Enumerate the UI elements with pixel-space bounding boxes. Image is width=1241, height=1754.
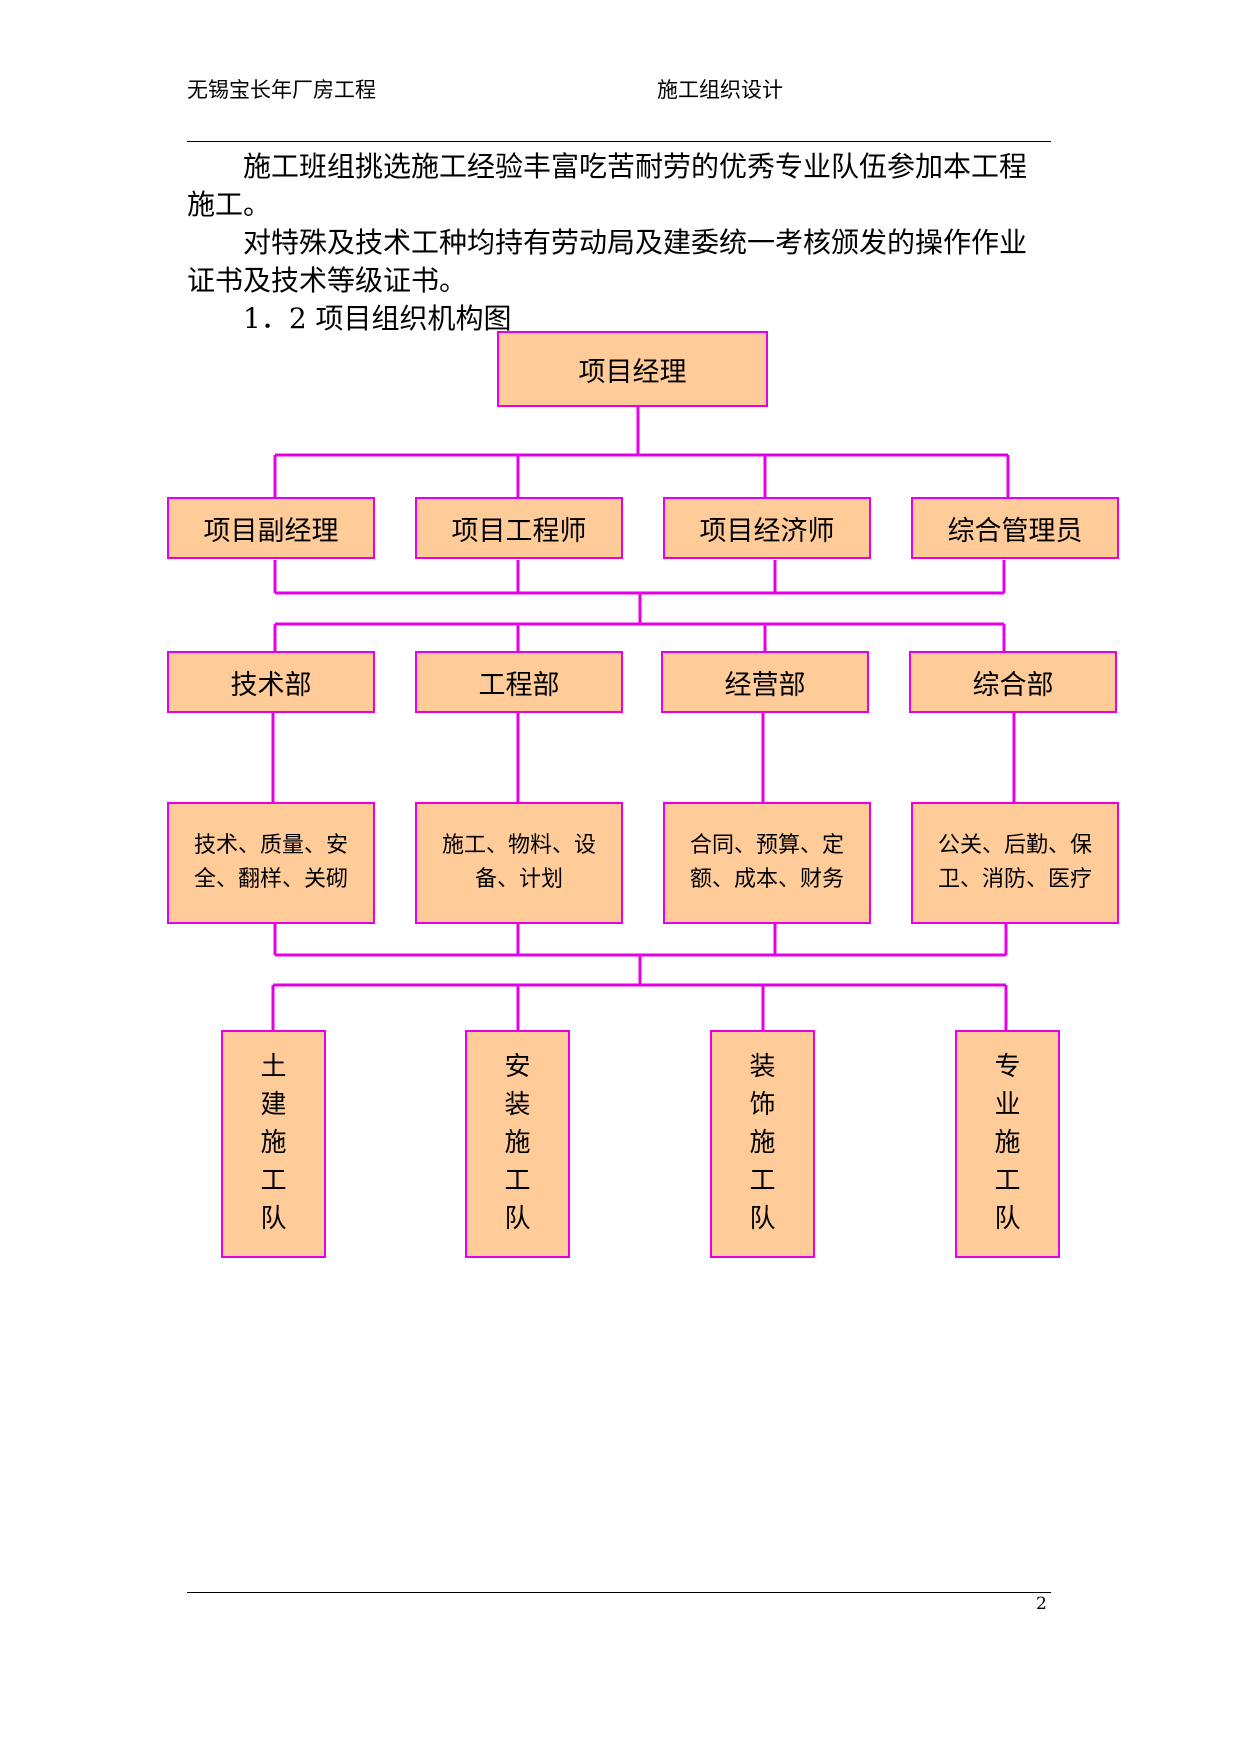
header-project-name: 无锡宝长年厂房工程 — [187, 78, 376, 102]
footer-rule — [187, 1592, 1051, 1593]
box-deputy-manager: 项目副经理 — [167, 497, 375, 559]
box-engineering-dept: 工程部 — [415, 651, 623, 713]
box-technical-dept: 技术部 — [167, 651, 375, 713]
box-specialty-team: 专业施工队 — [955, 1030, 1060, 1258]
header-document-title: 施工组织设计 — [657, 78, 783, 102]
box-installation-team: 安装施工队 — [465, 1030, 570, 1258]
box-business-dept: 经营部 — [661, 651, 869, 713]
section-heading: 1．2 项目组织机构图 — [187, 300, 1053, 338]
box-technical-duties: 技术、质量、安全、翻样、关砌 — [167, 802, 375, 924]
installation-team-label: 安装施工队 — [504, 1052, 531, 1234]
civil-construction-team-label: 土建施工队 — [260, 1052, 287, 1234]
box-business-duties: 合同、预算、定额、成本、财务 — [663, 802, 871, 924]
paragraph-certificates-text: 对特殊及技术工种均持有劳动局及建委统一考核颁发的操作作业证书及技术等级证书。 — [187, 226, 1028, 297]
box-general-administrator: 综合管理员 — [911, 497, 1119, 559]
box-project-engineer: 项目工程师 — [415, 497, 623, 559]
section-heading-text: 1．2 项目组织机构图 — [243, 302, 512, 335]
box-general-dept: 综合部 — [909, 651, 1117, 713]
specialty-team-label: 专业施工队 — [994, 1052, 1021, 1234]
box-general-duties: 公关、后勤、保卫、消防、医疗 — [911, 802, 1119, 924]
decoration-team-label: 装饰施工队 — [749, 1052, 776, 1234]
box-decoration-team: 装饰施工队 — [710, 1030, 815, 1258]
box-civil-construction-team: 土建施工队 — [221, 1030, 326, 1258]
header-rule — [187, 141, 1051, 142]
paragraph-team-selection: 施工班组挑选施工经验丰富吃苦耐劳的优秀专业队伍参加本工程施工。 — [187, 148, 1053, 224]
box-project-economist: 项目经济师 — [663, 497, 871, 559]
paragraph-team-selection-text: 施工班组挑选施工经验丰富吃苦耐劳的优秀专业队伍参加本工程施工。 — [187, 150, 1028, 221]
box-project-manager: 项目经理 — [497, 331, 768, 407]
paragraph-certificates: 对特殊及技术工种均持有劳动局及建委统一考核颁发的操作作业证书及技术等级证书。 — [187, 224, 1053, 300]
page-number: 2 — [1036, 1594, 1047, 1614]
box-engineering-duties: 施工、物料、设备、计划 — [415, 802, 623, 924]
